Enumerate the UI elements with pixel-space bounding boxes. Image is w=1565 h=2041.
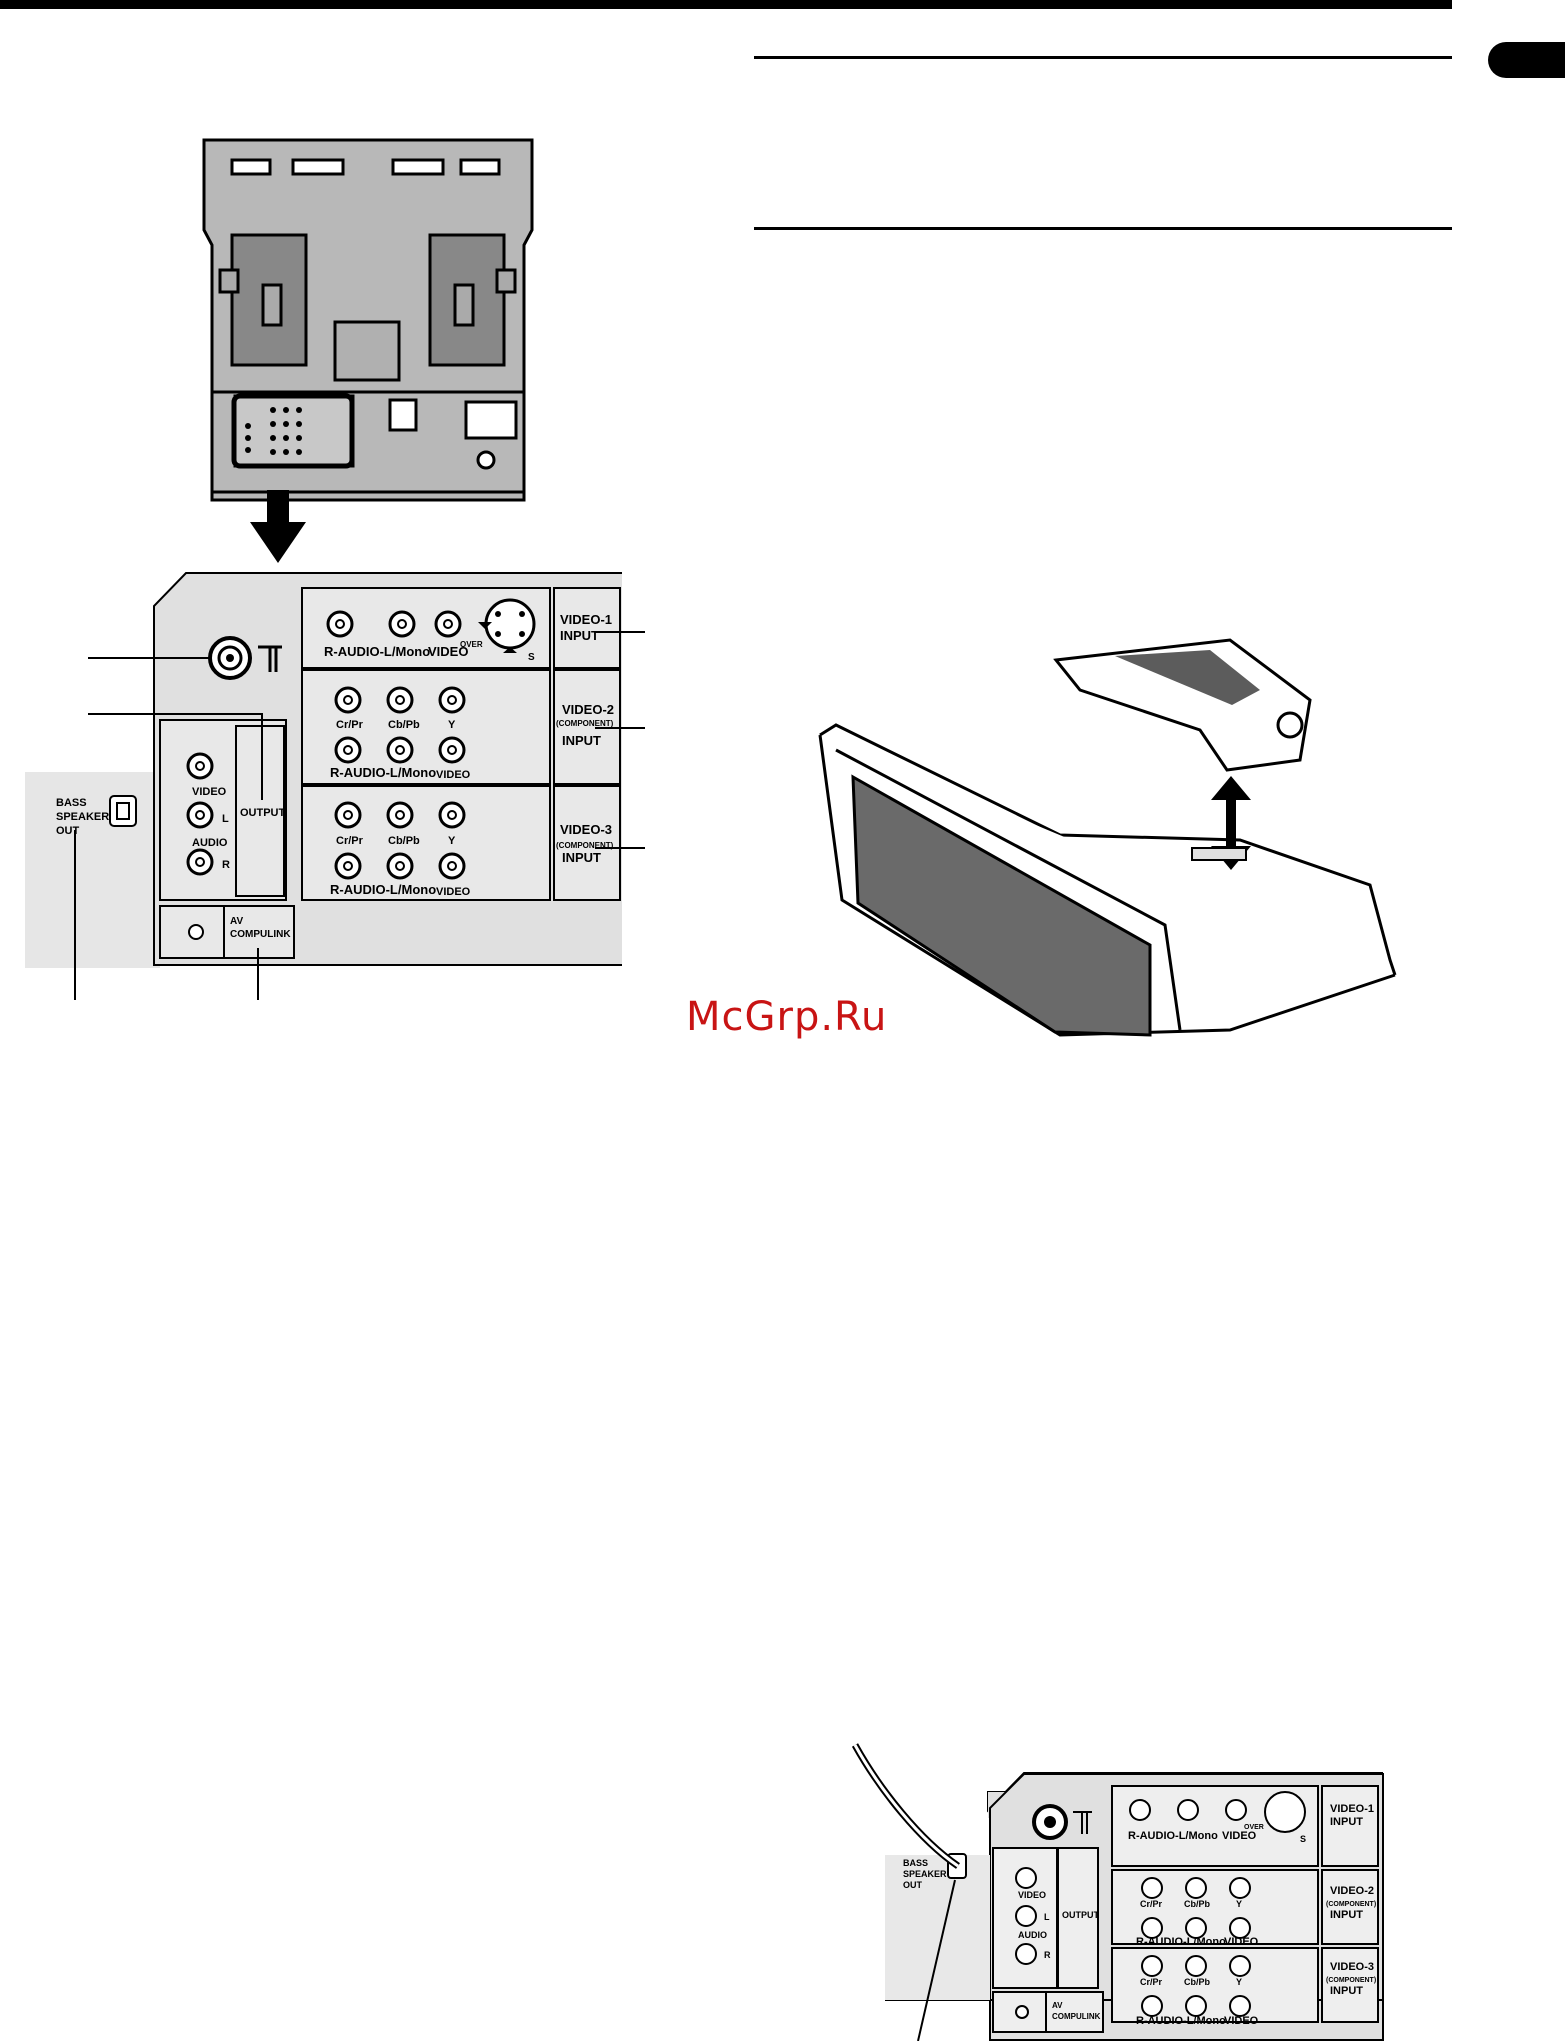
bass-pointer-line [917, 1879, 956, 2041]
compulink-jack [188, 924, 204, 940]
video3-y: Y [448, 835, 456, 847]
output-video-label: VIDEO [192, 786, 227, 798]
leader-lines [74, 631, 645, 1000]
p2-video2-video-label: VIDEO [1224, 1936, 1259, 1948]
video3-input-label: INPUT [562, 850, 601, 865]
video2-input-label: INPUT [562, 733, 601, 748]
p2-av-label: AV [1052, 2001, 1063, 2010]
top-rule [0, 0, 1452, 9]
section-tab [1488, 42, 1565, 78]
p2-video3-cb: Cb/Pb [1184, 1977, 1211, 1987]
tv-screen [851, 774, 1152, 1037]
p2-video2-cb: Cb/Pb [1184, 1899, 1211, 1909]
output-r-label: R [222, 859, 230, 871]
bass-label-3: OUT [56, 825, 80, 837]
component-jacks [334, 686, 466, 880]
video2-component-label: (COMPONENT) [556, 719, 614, 728]
p2-video2-label: VIDEO-2 [1330, 1885, 1374, 1897]
p2-output-video-label: VIDEO [1018, 1890, 1046, 1900]
video2-video-label: VIDEO [436, 769, 471, 781]
p2-video3-y: Y [1236, 1977, 1242, 1987]
over-label: OVER [460, 640, 483, 649]
p2-output-audio-label: AUDIO [1018, 1930, 1047, 1940]
p2-video2-component: (COMPONENT) [1326, 1901, 1376, 1908]
video3-component-label: (COMPONENT) [556, 841, 614, 850]
video3-audio-row: R-AUDIO-L/Mono [330, 882, 436, 897]
video1-video-label: VIDEO [428, 644, 468, 659]
tv-top-view [818, 723, 1397, 1037]
component-jack-cores [343, 695, 457, 871]
output-label: OUTPUT [240, 807, 286, 819]
video1-input-label: INPUT [560, 628, 599, 643]
p2-video1-video-label: VIDEO [1222, 1830, 1257, 1842]
av-label: AV [230, 916, 243, 927]
bass-cable [851, 1743, 960, 1869]
watermark-text: McGrp.Ru [686, 994, 888, 1040]
video2-y: Y [448, 719, 456, 731]
rule-1 [754, 56, 1452, 59]
video2-cr: Cr/Pr [336, 719, 364, 731]
speaker-mount [1191, 847, 1247, 861]
p2-bass-label-3: OUT [903, 1880, 923, 1890]
p2-video3-input: INPUT [1330, 1985, 1363, 1997]
p2-video2-cr: Cr/Pr [1140, 1899, 1163, 1909]
p2-bass-label-1: BASS [903, 1858, 928, 1868]
p2-bass-label-2: SPEAKER [903, 1869, 947, 1879]
video3-cb: Cb/Pb [388, 835, 420, 847]
p2-output-l-label: L [1044, 1912, 1050, 1922]
panel-highlight [231, 393, 355, 469]
video3-label-box [553, 785, 621, 901]
s-video-label: S [528, 652, 535, 663]
video3-label: VIDEO-3 [560, 822, 612, 837]
video2-label: VIDEO-2 [562, 702, 614, 717]
bass-label-2: SPEAKER [56, 811, 109, 823]
p2-video3-audio-row: R-AUDIO-L/Mono [1136, 2015, 1226, 2027]
p2-video1-label: VIDEO-1 [1330, 1803, 1374, 1815]
p2-s-label: S [1300, 1834, 1306, 1844]
output-jacks [186, 752, 214, 876]
speaker-unit [1053, 638, 1312, 772]
compulink-label: COMPULINK [230, 929, 291, 940]
p2-output-label: OUTPUT [1062, 1910, 1100, 1920]
p2-compulink-label: COMPULINK [1052, 2012, 1101, 2021]
p2-video1-audio-row: R-AUDIO-L/Mono [1128, 1830, 1218, 1842]
p2-video3-component: (COMPONENT) [1326, 1977, 1376, 1984]
p2-video2-y: Y [1236, 1899, 1242, 1909]
p2-video3-video-label: VIDEO [1224, 2015, 1259, 2027]
video1-label-box [553, 587, 621, 669]
bass-shade [25, 772, 160, 968]
compulink-block [159, 905, 295, 959]
video3-video-label: VIDEO [436, 886, 471, 898]
mini-jacks [245, 407, 302, 455]
rule-2 [754, 227, 1452, 230]
video2-cb: Cb/Pb [388, 719, 420, 731]
output-subbox [235, 725, 285, 897]
p2-over-label: OVER [1244, 1824, 1264, 1831]
video3-cr: Cr/Pr [336, 835, 364, 847]
output-audio-label: AUDIO [192, 837, 228, 849]
p2-video2-input: INPUT [1330, 1909, 1363, 1921]
p2-video2-audio-row: R-AUDIO-L/Mono [1136, 1936, 1226, 1948]
p2-output-r-label: R [1044, 1950, 1051, 1960]
down-arrow-icon [250, 490, 306, 563]
antenna-terminal [208, 636, 282, 680]
bass-label-1: BASS [56, 797, 87, 809]
video1-block [301, 587, 551, 669]
output-l-label: L [222, 813, 229, 825]
p2-video1-input: INPUT [1330, 1816, 1363, 1828]
p2-video3-label: VIDEO-3 [1330, 1961, 1374, 1973]
video1-audio-row: R-AUDIO-L/Mono [324, 644, 430, 659]
video1-label: VIDEO-1 [560, 612, 612, 627]
video2-audio-row: R-AUDIO-L/Mono [330, 765, 436, 780]
p2-video3-cr: Cr/Pr [1140, 1977, 1163, 1987]
